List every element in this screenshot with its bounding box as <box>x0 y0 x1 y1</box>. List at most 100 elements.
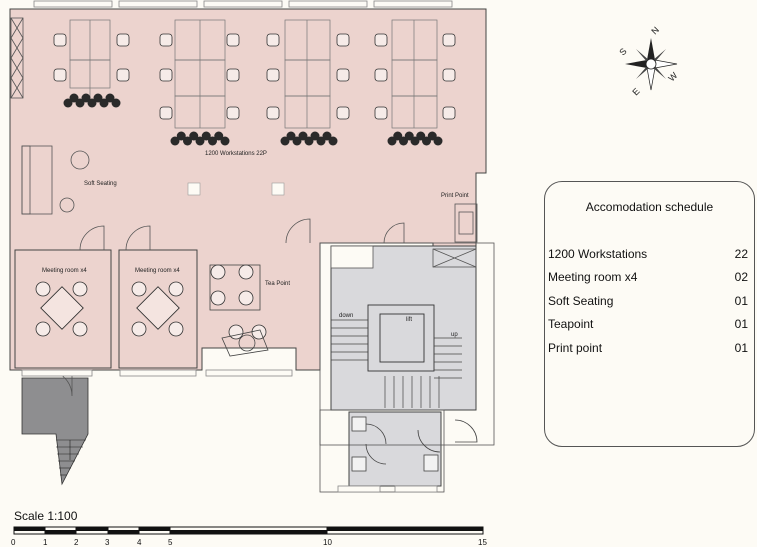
plant <box>328 136 338 146</box>
chair <box>131 321 147 337</box>
scale-tick: 10 <box>323 538 332 547</box>
chair <box>72 281 88 297</box>
chair <box>210 264 226 280</box>
plant <box>195 136 205 146</box>
chair <box>442 68 456 82</box>
plant <box>304 136 314 146</box>
schedule-title: Accomodation schedule <box>585 200 714 214</box>
chair <box>374 106 388 120</box>
plant <box>433 136 443 146</box>
chair <box>374 68 388 82</box>
chair <box>336 106 350 120</box>
schedule-row: 1200 Workstations 22 <box>548 247 748 261</box>
plant <box>310 131 320 141</box>
scale-tick: 3 <box>105 538 110 547</box>
chair <box>131 281 147 297</box>
workstations-label: 1200 Workstations 22P <box>205 151 267 157</box>
plant <box>69 93 79 103</box>
chair <box>266 33 280 47</box>
chair <box>228 324 244 340</box>
soft-seating-sofa <box>21 145 90 215</box>
chair <box>159 33 173 47</box>
workstation-chairs <box>53 33 456 120</box>
chair <box>226 33 240 47</box>
chair <box>72 321 88 337</box>
plant <box>322 131 332 141</box>
chair <box>210 290 226 306</box>
plant-clusters <box>63 93 443 146</box>
schedule-row-value: 22 <box>734 247 748 261</box>
plant <box>298 131 308 141</box>
plant <box>183 136 192 146</box>
schedule-row-value: 01 <box>734 294 748 308</box>
schedule-row-label: Soft Seating <box>548 294 614 308</box>
plant <box>87 98 97 108</box>
scale-tick: 15 <box>478 538 487 547</box>
plant <box>81 93 91 103</box>
chair <box>374 33 388 47</box>
chair <box>226 106 240 120</box>
chair <box>35 281 51 297</box>
plant <box>189 131 199 141</box>
scale-tick: 1 <box>43 538 48 547</box>
schedule-row: Soft Seating 01 <box>548 294 748 308</box>
accommodation-schedule-panel: Accomodation schedule 1200 Workstations 2… <box>544 181 755 447</box>
scale-tick: 2 <box>74 538 79 547</box>
chair <box>35 321 51 337</box>
scale-tick: 0 <box>11 538 16 547</box>
chair <box>159 106 173 120</box>
plant <box>105 93 115 103</box>
core-stairs <box>331 319 462 408</box>
scale-tick: 5 <box>168 538 173 547</box>
chair <box>442 106 456 120</box>
scale-tick: 4 <box>137 538 142 547</box>
plant <box>201 131 211 141</box>
chair <box>442 33 456 47</box>
tea-point <box>209 264 269 357</box>
chair <box>116 68 130 82</box>
plant <box>280 136 290 146</box>
meeting-chairs <box>35 264 267 340</box>
chair <box>53 68 67 82</box>
plant <box>286 131 296 141</box>
chair <box>168 281 184 297</box>
plant <box>176 131 186 141</box>
print-point-label: Print Point <box>441 193 469 199</box>
schedule-row-label: Meeting room x4 <box>548 270 638 284</box>
core-walls <box>319 242 495 493</box>
schedule-row-label: Print point <box>548 341 603 355</box>
compass-w: W <box>666 70 679 83</box>
schedule-row-value: 01 <box>734 317 748 331</box>
schedule-row: Teapoint 01 <box>548 317 748 331</box>
plant <box>214 131 224 141</box>
schedule-row-label: Teapoint <box>548 317 594 331</box>
soft-seating-label: Soft Seating <box>84 181 117 187</box>
bottom-windows <box>21 369 438 493</box>
compass-s: S <box>617 46 628 57</box>
wc-fixtures <box>351 416 478 472</box>
plant <box>63 98 73 108</box>
plant <box>111 98 121 108</box>
stair-down-label: down <box>339 313 354 319</box>
stair-up-label: up <box>451 332 458 338</box>
plant <box>292 136 302 146</box>
chair <box>238 264 254 280</box>
scale-title: Scale 1:100 <box>14 509 78 523</box>
schedule-row-value: 01 <box>734 341 748 355</box>
plant <box>75 98 85 108</box>
meeting-tables <box>40 286 180 330</box>
chair <box>336 68 350 82</box>
print-point <box>454 203 478 243</box>
compass-e: E <box>630 86 641 97</box>
lift-label: lift <box>406 317 412 323</box>
chair <box>238 290 254 306</box>
schedule-row: Print point 01 <box>548 341 748 355</box>
left-facade <box>10 17 24 99</box>
chair <box>266 106 280 120</box>
chair <box>53 33 67 47</box>
chair <box>116 33 130 47</box>
chair <box>159 68 173 82</box>
workstation-desks <box>69 19 438 129</box>
schedule-row-label: 1200 Workstations <box>548 247 648 261</box>
